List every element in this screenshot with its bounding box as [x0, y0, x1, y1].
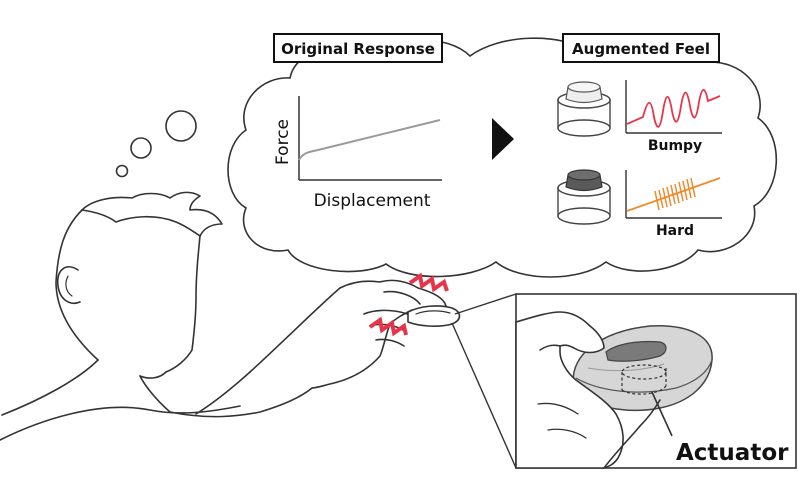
augmented-feel-title: Augmented Feel [572, 40, 710, 58]
person-ear [56, 266, 81, 304]
actuator-pointer [651, 391, 673, 437]
inset-device-button [605, 340, 667, 362]
actuator-label: Actuator [676, 440, 789, 466]
person-torso [0, 405, 241, 441]
bumpy-label: Bumpy [648, 138, 702, 154]
actuator-icon [621, 364, 667, 395]
augmented-feel-panel: Augmented Feel Bumpy [557, 33, 722, 239]
y-axis-label: Force [273, 119, 293, 165]
person-hand [311, 279, 447, 389]
person-arm-upper [249, 287, 341, 373]
x-axis-label: Displacement [314, 191, 431, 211]
button-hard-icon [557, 169, 611, 225]
force-displacement-curve [298, 119, 441, 161]
inset-hand [515, 311, 661, 469]
original-response-title-box [273, 33, 443, 63]
person-arm-lower [169, 387, 313, 418]
hard-label: Hard [656, 223, 694, 239]
thought-cloud [115, 37, 778, 278]
augmented-feel-title-box [562, 33, 720, 63]
thought-bubble-large [165, 110, 197, 142]
actuator-inset: Actuator [515, 293, 797, 469]
handheld-device [407, 305, 461, 327]
bumpy-curve [626, 88, 721, 128]
arrow-right-icon [492, 118, 514, 160]
hard-vibration-band [654, 177, 696, 211]
original-response-panel: Original Response Force Displacement [273, 33, 443, 211]
thought-bubble-small [115, 164, 129, 178]
person [0, 191, 461, 441]
person-head [55, 191, 223, 373]
cloud-outline [227, 37, 778, 278]
vibration-icon [368, 272, 449, 337]
thought-bubble-medium [130, 137, 152, 159]
original-response-title: Original Response [281, 40, 435, 58]
person-back [1, 359, 99, 416]
callout-lines [451, 293, 517, 469]
button-soft-icon [557, 81, 611, 137]
